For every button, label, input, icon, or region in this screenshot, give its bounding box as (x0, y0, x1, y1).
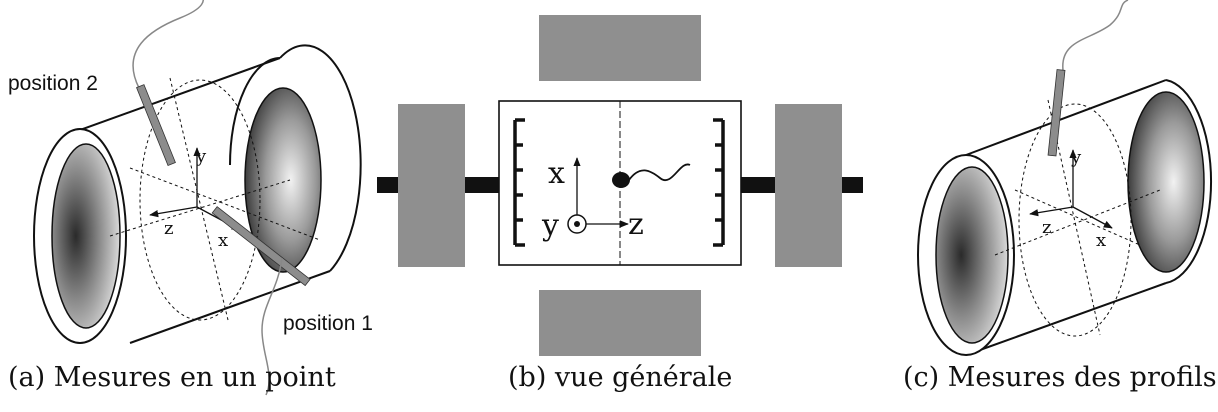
axis-x-label-a: x (218, 230, 228, 251)
probe-position-2 (132, 0, 204, 167)
axis-x-label-b: x (548, 156, 565, 191)
cylinder-c-back-bore (1127, 91, 1205, 273)
probe-wire (628, 163, 691, 181)
cylinder-a-front-bore (51, 143, 121, 329)
axis-y-label-b: y (541, 208, 559, 243)
shaft-left-outer (377, 177, 398, 193)
label-position-1: position 1 (283, 312, 373, 335)
cylinder-c-body (965, 79, 1167, 356)
cylinder-c-front-bore (935, 166, 1009, 344)
comb-left (513, 118, 525, 247)
caption-c: (c) Mesures des profils (903, 362, 1217, 393)
probe-profile (1047, 0, 1129, 157)
cylinder-a-back-bore (244, 87, 322, 273)
caption-a: (a) Mesures en un point (8, 362, 336, 393)
comb-right (713, 118, 725, 247)
axis-y-label-a: y (195, 146, 207, 167)
axis-z-label-c: z (1042, 217, 1051, 238)
magnet-left (398, 104, 465, 267)
panel-c: y z x (917, 0, 1213, 356)
panel-b: x y z (377, 15, 863, 356)
dashed-section-c (1018, 103, 1132, 337)
axis-z-label-a: z (164, 218, 173, 239)
magnet-right (775, 104, 842, 267)
probe-tip (612, 172, 630, 188)
axis-x-label-c: x (1096, 230, 1106, 251)
caption-b: (b) vue générale (508, 362, 733, 393)
label-position-2: position 2 (8, 72, 98, 95)
magnet-bottom (539, 290, 701, 356)
axis-y-label-c: y (1070, 147, 1082, 168)
axis-z-label-b: z (628, 207, 644, 242)
panel-a: y z x position 2 position 1 (8, 0, 373, 396)
shaft-right-outer (842, 177, 863, 193)
dashed-section-a (139, 79, 261, 321)
cylinder-a-body (79, 57, 331, 344)
probe-position-1 (211, 206, 311, 396)
magnet-top (539, 15, 701, 81)
